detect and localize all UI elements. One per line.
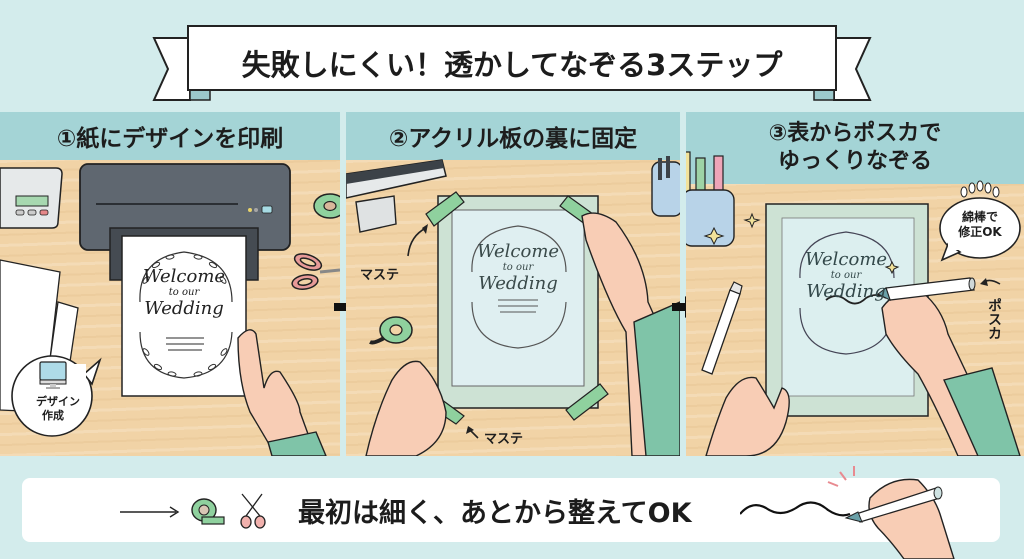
tape-label-top: マステ xyxy=(360,268,400,283)
scissors-icon xyxy=(240,493,266,529)
posca-pen-icon xyxy=(877,277,976,301)
speech-bubble xyxy=(939,197,1021,262)
hand xyxy=(237,329,317,456)
pen-cup-icon xyxy=(686,151,735,247)
page-title: 失敗しにくい！透かしてなぞる3ステップ xyxy=(241,48,783,82)
step-3-illustration xyxy=(686,151,1021,456)
ribbon-shape xyxy=(152,25,872,101)
printed-sheet xyxy=(121,235,247,397)
step-2-heading: ②アクリル板の裏に固定 xyxy=(346,112,680,160)
step-3-heading: ③表からポスカで ゆっくりなぞる xyxy=(686,112,1024,184)
pen-label: ポスカ xyxy=(986,298,1002,340)
bubble-text: 綿棒で 修正OK xyxy=(958,210,1002,239)
marker-pen-icon xyxy=(701,281,743,375)
masking-tape-strips xyxy=(425,191,609,425)
step-3-panel: ③表からポスカで ゆっくりなぞる xyxy=(686,112,1024,456)
step-1-heading: ①紙にデザインを印刷 xyxy=(0,112,340,160)
tip-text: 最初は細く、あとから整えてOK xyxy=(298,497,692,529)
sign-text: Welcome to our Wedding xyxy=(142,266,226,319)
masking-tape-icon xyxy=(191,498,225,525)
arrow-right-icon xyxy=(120,506,180,518)
masking-tape-icon xyxy=(369,316,413,345)
step-2-illustration xyxy=(346,156,680,456)
sign-text: Welcome to our Wedding xyxy=(804,249,888,302)
bubble-text: デザイン 作成 xyxy=(36,395,80,422)
pen-cup-icon xyxy=(651,156,680,217)
step-1-panel: ①紙にデザインを印刷 xyxy=(0,112,340,456)
sparkle-icon xyxy=(703,212,900,275)
step-1-illustration xyxy=(0,163,340,456)
masking-tape-icon xyxy=(313,193,340,219)
sign-text: Welcome to our Wedding xyxy=(476,241,560,294)
scissors-icon xyxy=(291,253,340,291)
monitor-icon xyxy=(346,159,447,233)
tip-icons xyxy=(120,493,266,529)
scale-icon xyxy=(0,167,63,229)
title-banner: 失敗しにくい！透かしてなぞる3ステップ xyxy=(150,24,874,104)
monitor-icon xyxy=(39,361,67,389)
step-2-panel: ②アクリル板の裏に固定 xyxy=(346,112,680,456)
hand-pen-icon xyxy=(740,466,955,559)
tape-label-bottom: マステ xyxy=(484,432,524,447)
tip-bar xyxy=(22,478,1000,542)
